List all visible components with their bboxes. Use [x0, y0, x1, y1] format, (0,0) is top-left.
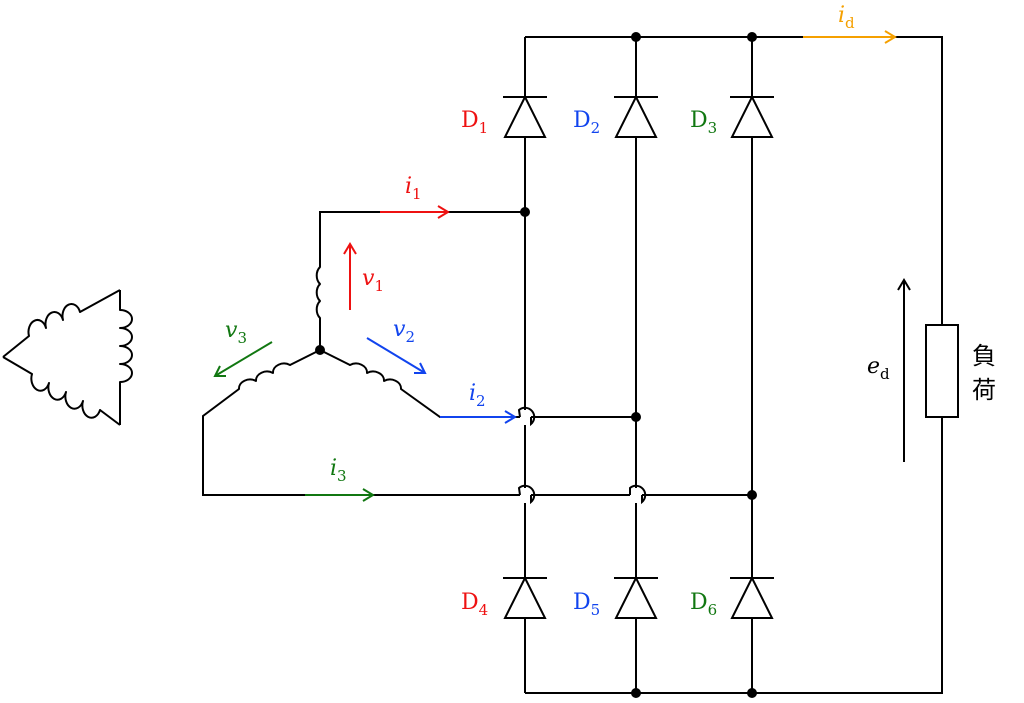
diode-label-d4: D4	[461, 590, 488, 619]
diode-icon	[730, 94, 774, 138]
load-label-bottom: 荷	[972, 376, 996, 404]
diode-label-d1: D1	[461, 108, 488, 137]
current-arrow-i1	[380, 205, 450, 219]
diode-label-d2: D2	[573, 108, 600, 137]
delta-winding-icon	[2, 289, 133, 426]
junction-dots	[315, 32, 757, 698]
voltage-label-v2: v2	[393, 317, 415, 346]
diode-label-d5: D5	[573, 590, 600, 619]
voltage-label-ed: ed	[867, 354, 890, 383]
diode-icon	[614, 575, 658, 619]
current-label-i1: i1	[405, 174, 422, 203]
current-arrow-i2	[440, 410, 517, 424]
voltage-arrow-v3	[213, 341, 273, 377]
diode-label-d6: D6	[690, 590, 717, 619]
load-resistor-icon	[925, 324, 959, 418]
current-arrow-id	[803, 30, 897, 44]
voltage-label-v3: v3	[225, 318, 247, 347]
voltage-label-v1: v1	[362, 266, 384, 295]
diode-icon	[503, 575, 547, 619]
load-label-top: 負	[972, 342, 996, 370]
voltage-arrow-v1	[343, 242, 357, 310]
wire-crossover-icon	[517, 484, 536, 505]
current-label-id: id	[838, 3, 855, 32]
diode-icon	[614, 94, 658, 138]
wire-crossover-icon	[629, 484, 647, 505]
current-arrow-i3	[305, 488, 375, 502]
diode-icon	[730, 575, 774, 619]
current-label-i3: i3	[330, 456, 347, 485]
voltage-arrow-ed	[897, 278, 911, 462]
current-label-i2: i2	[469, 381, 486, 410]
voltage-arrow-v2	[366, 337, 427, 374]
wire-crossover-icon	[517, 406, 536, 427]
diode-icon	[503, 94, 547, 138]
diode-label-d3: D3	[690, 108, 717, 137]
